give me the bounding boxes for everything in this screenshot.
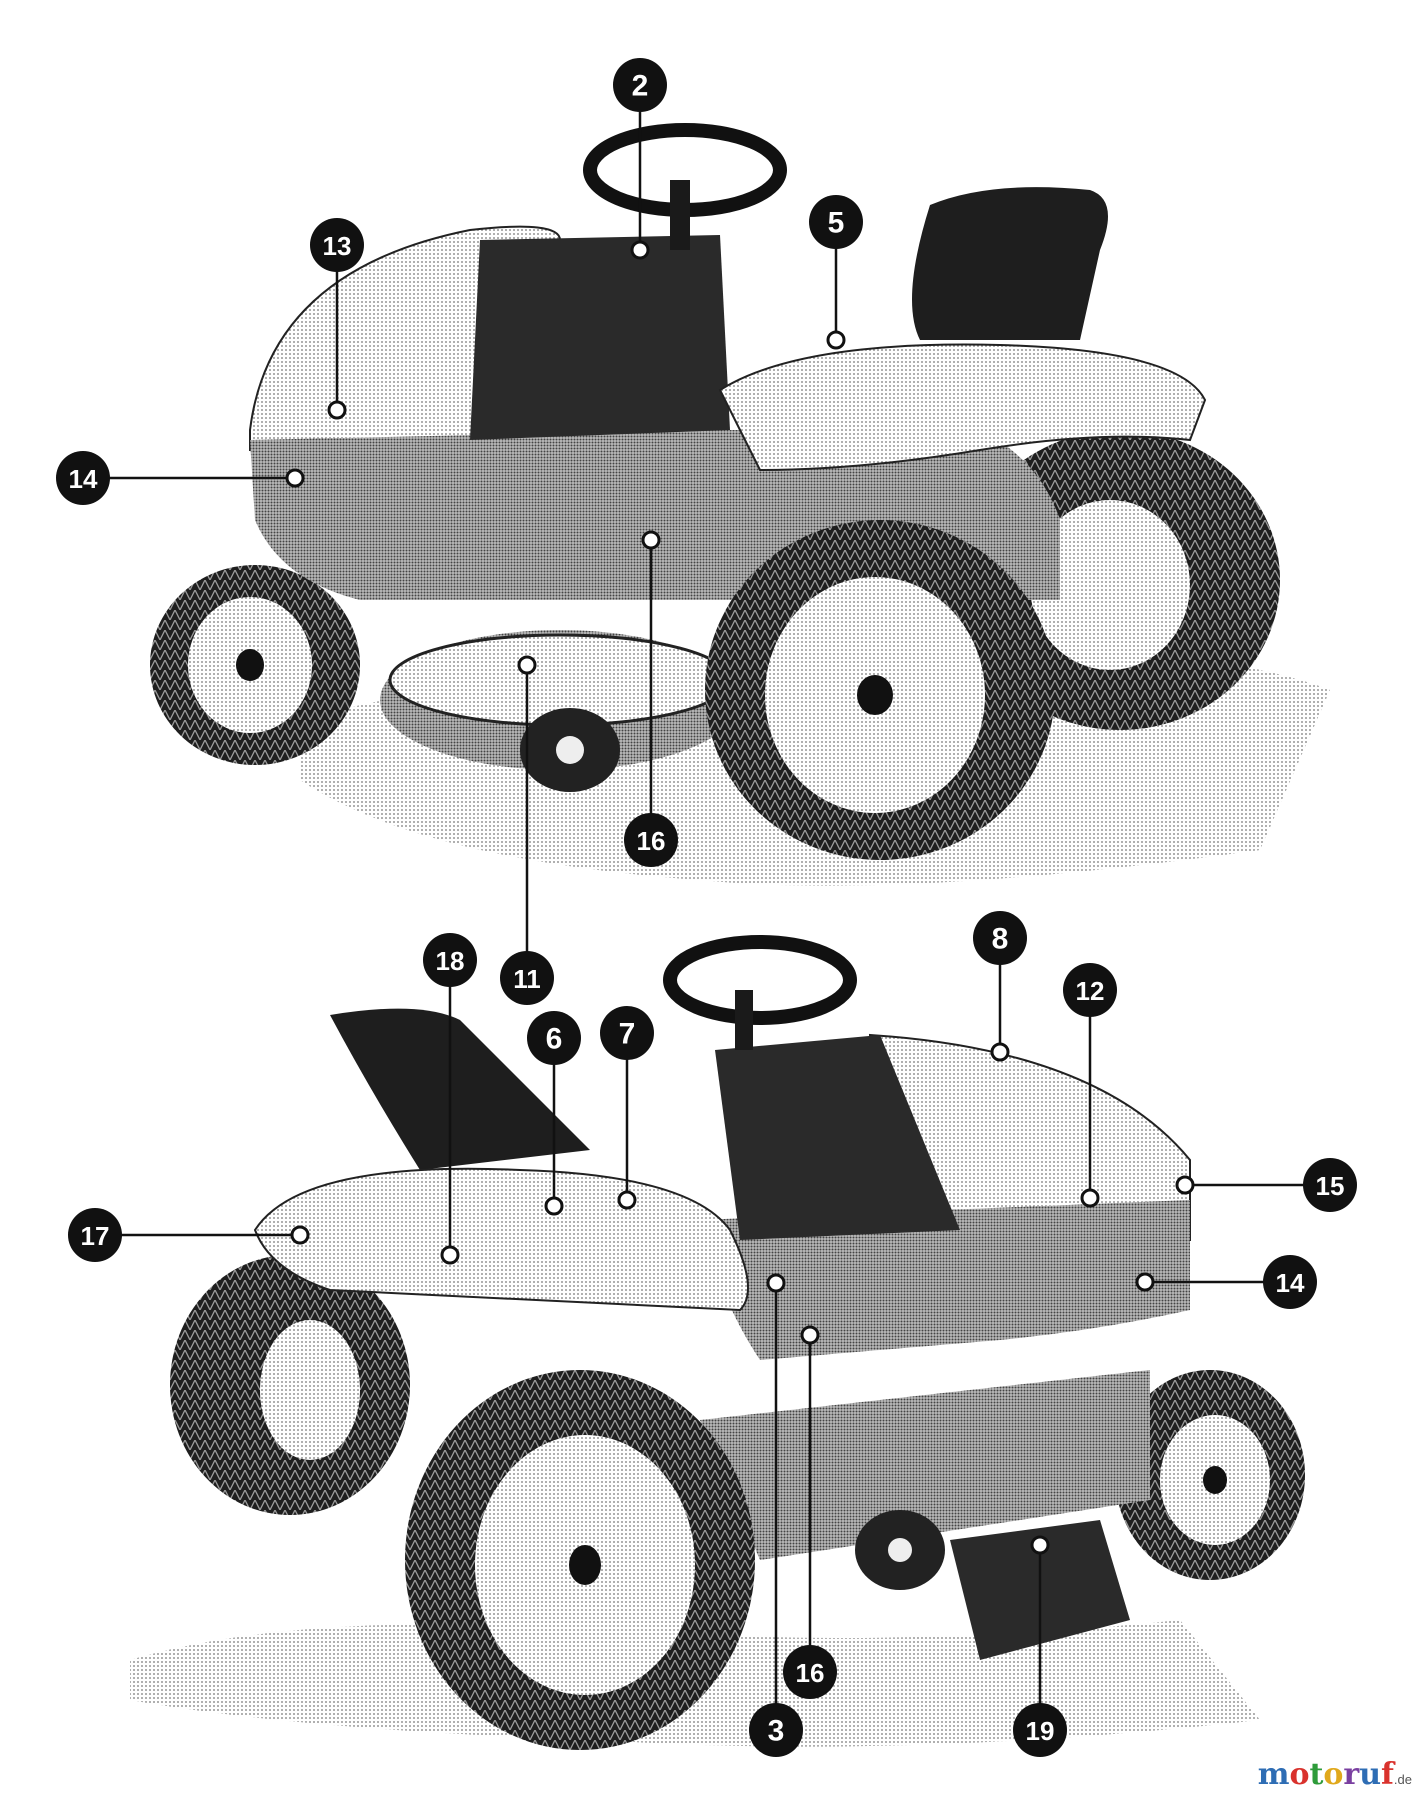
callout-number: 14 bbox=[1276, 1268, 1305, 1298]
callout-c18: 18 bbox=[423, 933, 477, 987]
callout-number: 16 bbox=[637, 826, 666, 856]
leader-dot-c11 bbox=[517, 655, 537, 675]
callout-number: 13 bbox=[323, 231, 352, 261]
callout-number: 8 bbox=[992, 923, 1009, 956]
callout-number: 7 bbox=[619, 1018, 636, 1051]
bottom-seat bbox=[330, 1008, 590, 1170]
watermark-letter: o bbox=[1289, 1757, 1310, 1792]
bottom-mower-deck bbox=[700, 1370, 1150, 1560]
leader-dot-c8 bbox=[990, 1042, 1010, 1062]
callout-circle bbox=[68, 1208, 122, 1262]
leader-dot-c18 bbox=[440, 1245, 460, 1265]
callout-c2-top: 2 bbox=[613, 58, 667, 112]
leader-dot-c14-top bbox=[285, 468, 305, 488]
site-watermark: motoruf.de bbox=[1258, 1757, 1412, 1792]
top-mower-illustration bbox=[150, 123, 1330, 886]
callout-c14-bottom: 14 bbox=[1263, 1255, 1317, 1309]
callout-circle bbox=[600, 1006, 654, 1060]
callout-circle bbox=[1263, 1255, 1317, 1309]
callout-circle bbox=[783, 1645, 837, 1699]
callout-circle bbox=[624, 813, 678, 867]
watermark-suffix: .de bbox=[1393, 1772, 1412, 1787]
callout-c19: 19 bbox=[1013, 1703, 1067, 1757]
callout-circle bbox=[56, 451, 110, 505]
callout-number: 16 bbox=[796, 1658, 825, 1688]
leader-dot-c6 bbox=[544, 1196, 564, 1216]
callout-circle bbox=[1063, 963, 1117, 1017]
callout-c16-bottom: 16 bbox=[783, 1645, 837, 1699]
callout-c6: 6 bbox=[527, 1011, 581, 1065]
callout-c5-top: 5 bbox=[809, 195, 863, 249]
callout-c3: 3 bbox=[749, 1703, 803, 1757]
callout-number: 12 bbox=[1076, 976, 1105, 1006]
callout-c15: 15 bbox=[1303, 1158, 1357, 1212]
watermark-letter: u bbox=[1359, 1757, 1382, 1792]
top-rear-fender bbox=[718, 343, 1207, 472]
leader-dot-c17 bbox=[290, 1225, 310, 1245]
callout-circle bbox=[613, 58, 667, 112]
callout-number: 5 bbox=[828, 207, 845, 240]
callout-circle bbox=[1013, 1703, 1067, 1757]
callout-circle bbox=[527, 1011, 581, 1065]
callout-c11: 11 bbox=[500, 951, 554, 1005]
callout-circle bbox=[1303, 1158, 1357, 1212]
callout-c17: 17 bbox=[68, 1208, 122, 1262]
leader-dot-c15 bbox=[1175, 1175, 1195, 1195]
leader-dot-c16-top bbox=[641, 530, 661, 550]
callout-number: 15 bbox=[1316, 1171, 1345, 1201]
callout-c7: 7 bbox=[600, 1006, 654, 1060]
bottom-body-side bbox=[700, 1200, 1190, 1360]
bottom-dash-tower bbox=[715, 1035, 960, 1240]
callout-circle bbox=[749, 1703, 803, 1757]
callout-c16-top: 16 bbox=[624, 813, 678, 867]
callout-c12: 12 bbox=[1063, 963, 1117, 1017]
watermark-letter: r bbox=[1343, 1757, 1360, 1792]
bottom-hood bbox=[868, 1033, 1191, 1241]
callout-number: 2 bbox=[632, 70, 649, 103]
callout-c13-top: 13 bbox=[310, 218, 364, 272]
callout-number: 3 bbox=[768, 1715, 785, 1748]
callout-number: 17 bbox=[81, 1221, 110, 1251]
callout-c14-top: 14 bbox=[56, 451, 110, 505]
leader-dot-c16-bottom bbox=[800, 1325, 820, 1345]
callout-circle bbox=[809, 195, 863, 249]
leader-dot-c12 bbox=[1080, 1188, 1100, 1208]
leader-dot-c7 bbox=[617, 1190, 637, 1210]
leader-dot-c2-top bbox=[630, 240, 650, 260]
leader-dot-c19 bbox=[1030, 1535, 1050, 1555]
callout-circle bbox=[973, 911, 1027, 965]
watermark-text: motoruf bbox=[1258, 1757, 1394, 1792]
top-dash-tower bbox=[470, 235, 730, 440]
watermark-letter: f bbox=[1381, 1757, 1394, 1792]
watermark-letter: t bbox=[1309, 1757, 1324, 1792]
leader-dot-c14-bottom bbox=[1135, 1272, 1155, 1292]
bottom-rear-fender bbox=[253, 1167, 749, 1312]
watermark-letter: o bbox=[1323, 1757, 1344, 1792]
callout-leader-lines bbox=[83, 85, 1330, 1730]
callout-circle bbox=[500, 951, 554, 1005]
bottom-mower-illustration bbox=[130, 935, 1305, 1750]
callout-number: 14 bbox=[69, 464, 98, 494]
bottom-steering-wheel bbox=[663, 935, 857, 1025]
leader-dot-c3 bbox=[766, 1273, 786, 1293]
leader-dot-c13-top bbox=[327, 400, 347, 420]
callout-number: 11 bbox=[513, 964, 541, 994]
callout-number: 18 bbox=[436, 946, 465, 976]
leader-dot-c5-top bbox=[826, 330, 846, 350]
callout-markers: 2 5 13 14 16 11 18 6 7 8 12 15 17 14 16 3 19 bbox=[56, 58, 1357, 1757]
callout-number: 6 bbox=[546, 1023, 563, 1056]
top-seat bbox=[912, 187, 1108, 340]
callout-circle bbox=[310, 218, 364, 272]
callout-circle bbox=[423, 933, 477, 987]
watermark-letter: m bbox=[1257, 1757, 1290, 1792]
callout-number: 19 bbox=[1026, 1716, 1055, 1746]
callout-c8: 8 bbox=[973, 911, 1027, 965]
